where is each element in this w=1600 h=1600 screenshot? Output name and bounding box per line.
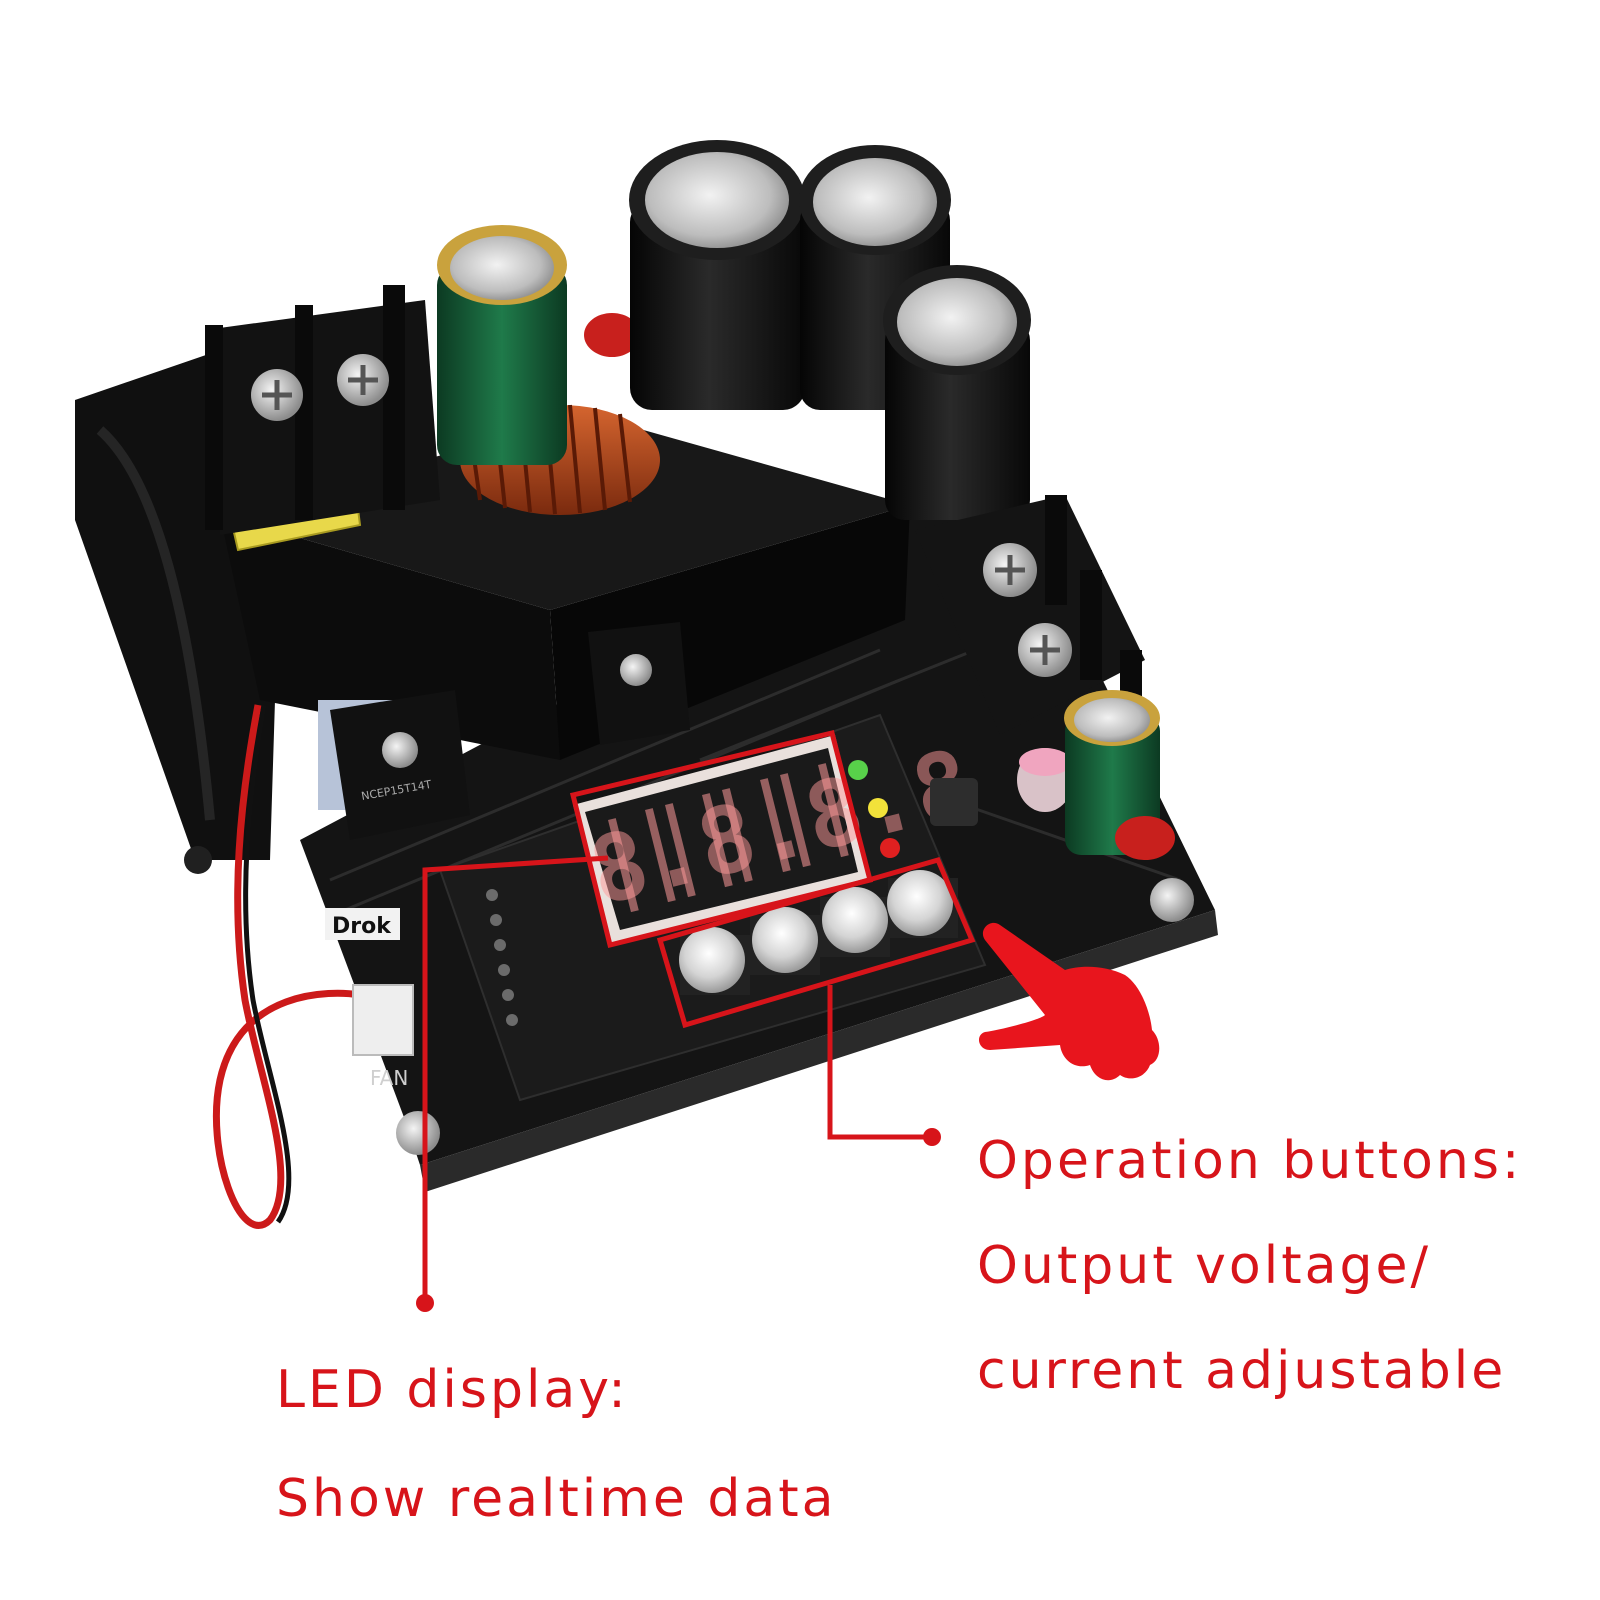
operation-buttons-caption-detail-2: current adjustable xyxy=(977,1341,1507,1401)
brand-label: Drok xyxy=(332,914,392,939)
mosfet-left: NCEP15T14T xyxy=(318,690,470,840)
buttons-callout-dot xyxy=(923,1128,941,1146)
operation-buttons-caption-title: Operation buttons: xyxy=(977,1131,1523,1191)
led-callout-dot xyxy=(416,1294,434,1312)
fan-cable xyxy=(213,704,361,1229)
green-led xyxy=(848,760,868,780)
display-segments xyxy=(607,763,849,913)
fan-label: FAN xyxy=(370,1066,408,1090)
mount-screw-right xyxy=(1150,878,1194,922)
button-4[interactable] xyxy=(887,870,953,936)
inductor-small xyxy=(930,778,978,826)
operation-buttons-caption-detail-1: Output voltage/ xyxy=(977,1236,1431,1296)
brand-label-box xyxy=(325,908,400,940)
red-ceramic-capacitor-bottom xyxy=(1115,816,1175,860)
fan-frame-detail xyxy=(96,426,215,821)
mosfet-right xyxy=(588,622,690,745)
red-led xyxy=(880,838,900,858)
button-1[interactable] xyxy=(679,927,745,993)
header-pins xyxy=(486,889,518,1026)
red-ceramic-capacitor-top xyxy=(584,313,640,357)
black-capacitor-3 xyxy=(883,265,1031,520)
operation-buttons[interactable] xyxy=(679,870,958,995)
led-display-caption-detail: Show realtime data xyxy=(276,1469,837,1529)
led-display-caption-title: LED display: xyxy=(276,1360,629,1420)
mount-screw-fan xyxy=(184,846,212,874)
mount-screw-left xyxy=(396,1111,440,1155)
black-capacitor-1 xyxy=(629,140,805,410)
buttons-callout xyxy=(656,856,976,1140)
button-3[interactable] xyxy=(822,887,888,953)
green-capacitor-large xyxy=(437,225,567,465)
fan-cable-black xyxy=(243,704,292,1224)
fan-connector xyxy=(352,984,414,1056)
small-capacitor-pink-top xyxy=(1019,748,1071,776)
button-2[interactable] xyxy=(752,907,818,973)
yellow-led xyxy=(868,798,888,818)
heatsink-front xyxy=(220,515,560,760)
input-terminal-block xyxy=(205,285,440,535)
pointing-hand-icon xyxy=(978,922,1160,1081)
